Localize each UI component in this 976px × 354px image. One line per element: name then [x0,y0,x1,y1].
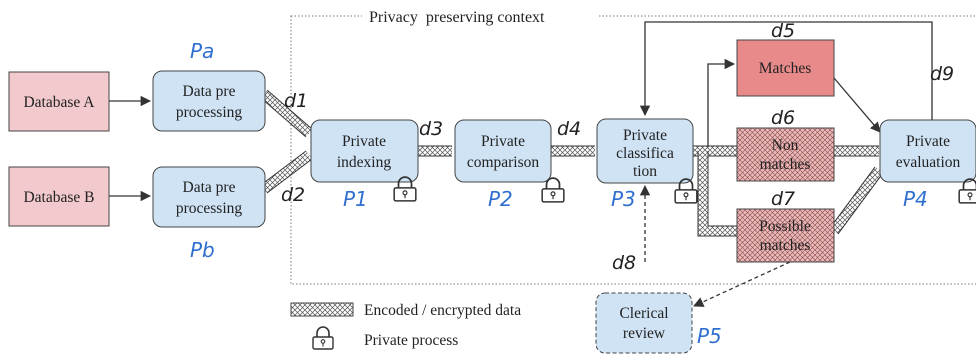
data-label-d5: d5 [771,20,795,42]
legend-private-process-label: Private process [364,332,458,349]
private-evaluation-node: Private evaluation [879,119,976,183]
plain-arrows [109,21,933,307]
preprocessing-a-label-2: processing [176,104,243,121]
private-classification-label-2: classifica [616,145,674,162]
non-matches-node: Non matches [736,127,835,182]
preprocessing-b-label-2: processing [176,200,243,217]
data-label-d3: d3 [419,118,443,140]
lock-icon [958,178,976,204]
matches-label: Matches [759,60,812,77]
data-labels: d1 d2 d3 d4 d5 d6 d7 d8 d9 [281,20,954,274]
data-label-d2: d2 [281,184,305,206]
private-classification-label-1: Private [623,127,667,144]
data-label-d4: d4 [557,118,581,140]
lock-icon [312,326,334,350]
private-indexing-label-2: indexing [337,154,391,171]
preprocessing-b-label-1: Data pre [183,179,236,196]
data-label-d9: d9 [930,63,954,85]
matches-node: Matches [736,39,835,97]
preprocessing-a-node: Data pre processing [152,70,266,132]
clerical-review-label-1: Clerical [619,305,668,322]
data-label-d1: d1 [284,90,308,112]
party-label-p1: P1 [343,187,368,211]
party-label-pb: Pb [190,238,215,262]
clerical-review-label-2: review [623,325,666,342]
encoded-flows [260,89,884,237]
party-label-p3: P3 [611,187,636,211]
private-classification-node: Private classifica tion [596,118,694,184]
private-evaluation-label-1: Private [906,133,950,150]
party-labels: Pa Pb P1 P2 P3 P4 P5 [190,39,928,348]
private-classification-label-3: tion [633,163,657,180]
possible-matches-label-1: Possible [759,218,811,235]
database-b-node: Database B [8,166,110,227]
private-evaluation-label-2: evaluation [896,154,961,171]
party-label-p2: P2 [488,187,513,211]
legend-encoded-label: Encoded / encrypted data [364,302,521,319]
preprocessing-a-label-1: Data pre [183,83,236,100]
party-label-pa: Pa [190,39,214,63]
party-label-p5: P5 [697,324,722,348]
data-label-d8: d8 [612,252,636,274]
database-b-label: Database B [23,189,94,206]
data-label-d6: d6 [771,107,795,129]
possible-matches-node: Possible matches [736,208,835,263]
privacy-context-title: Privacy preserving context [369,9,545,26]
database-a-label: Database A [23,94,95,111]
private-comparison-label-2: comparison [467,154,540,171]
clerical-review-node: Clerical review [595,292,693,354]
private-indexing-label-1: Private [342,133,386,150]
possible-matches-label-2: matches [760,237,811,254]
legend: Encoded / encrypted data Private process [290,302,521,350]
non-matches-label-2: matches [760,156,811,173]
legend-encoded-swatch [290,302,354,317]
private-indexing-node: Private indexing [310,119,419,183]
private-comparison-node: Private comparison [454,119,552,183]
privacy-context-box [290,15,976,285]
non-matches-label-1: Non [772,137,799,154]
preprocessing-b-node: Data pre processing [152,166,266,228]
private-comparison-label-1: Private [481,133,525,150]
party-label-p4: P4 [903,187,928,211]
data-label-d7: d7 [771,188,795,210]
database-a-node: Database A [8,71,110,132]
